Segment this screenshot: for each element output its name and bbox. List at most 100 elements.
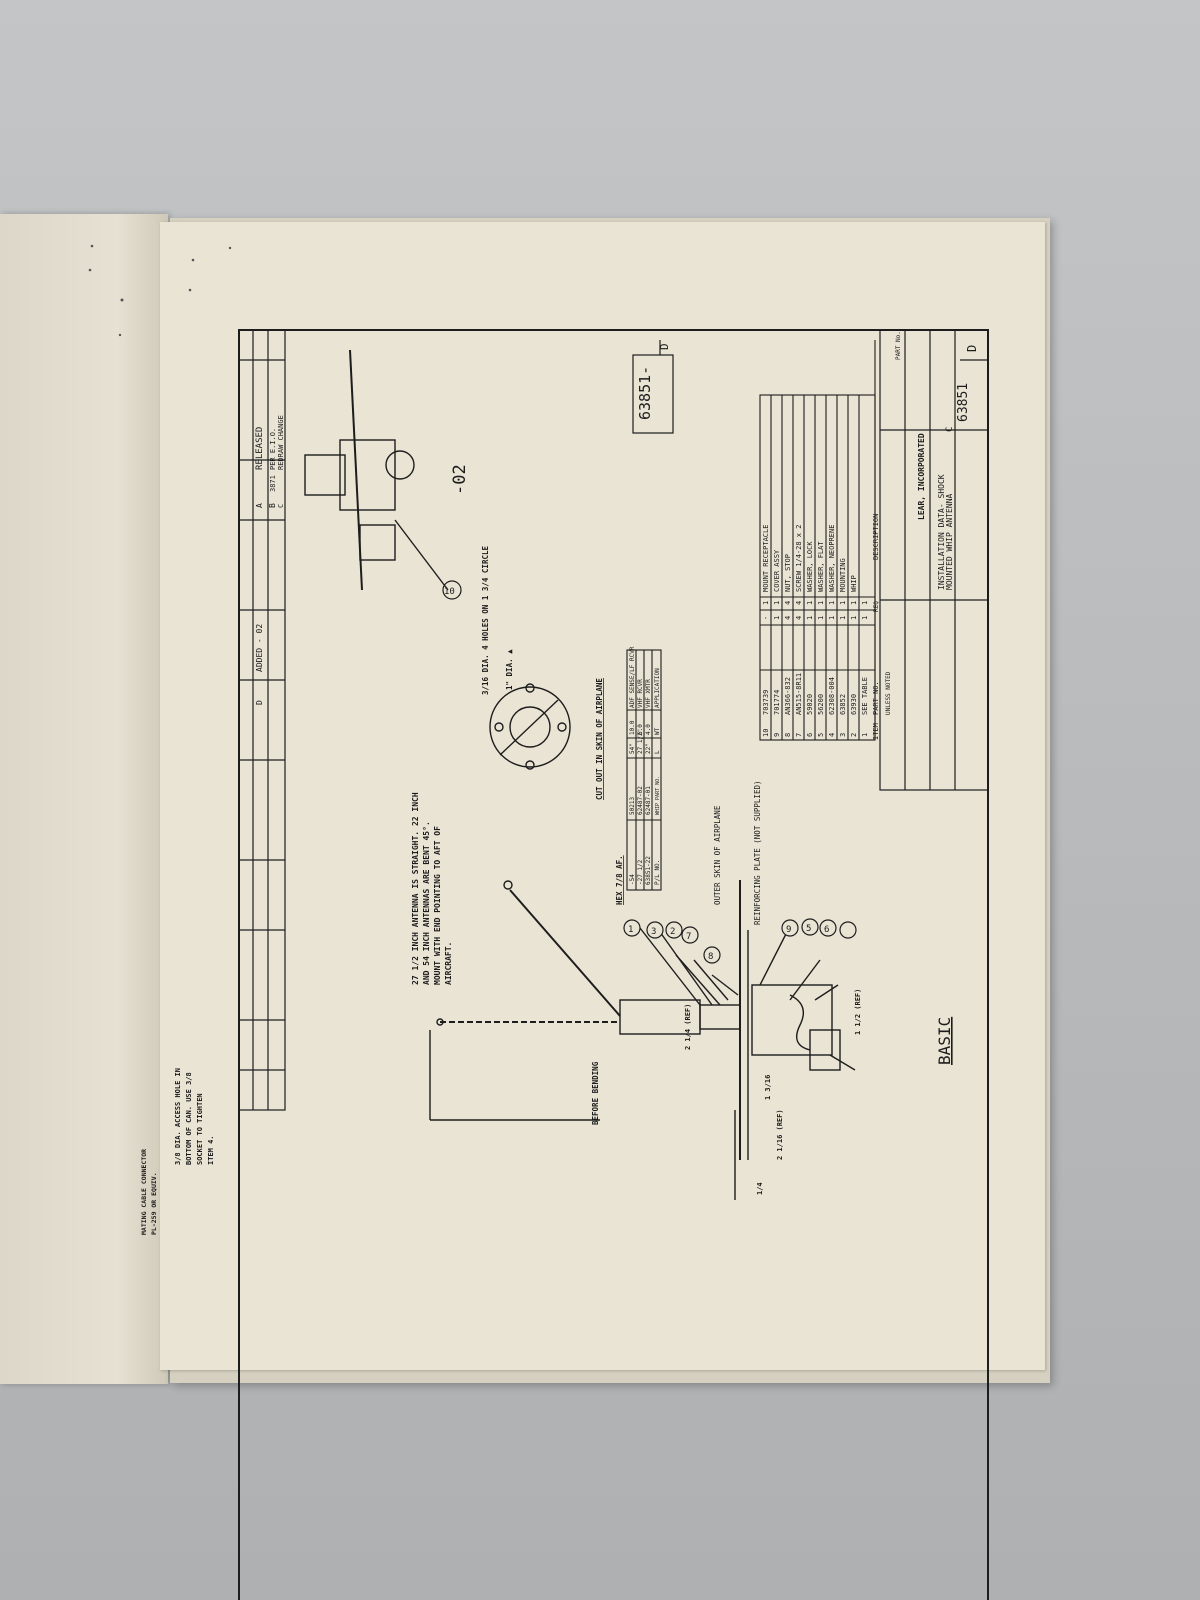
outer-skin-label: OUTER SKIN OF AIRPLANE	[713, 805, 722, 905]
dim-frac: 1/4	[756, 1182, 764, 1195]
balloon-labels: 1 3 2 7 8 9 5 6 10	[444, 587, 829, 962]
parts-header-pn: PART NO.	[872, 681, 880, 715]
parts-row-9-a: 1	[861, 616, 869, 620]
balloon-8: 8	[708, 952, 713, 962]
app-row-0-col-0: -54	[629, 874, 636, 885]
app-row-0-col-2: 54"	[629, 743, 636, 754]
antenna-side-view	[429, 880, 856, 1200]
app-row-3-col-1: WHIP PART NO.	[655, 776, 661, 815]
parts-row-7-desc: MOUNTING	[839, 558, 847, 592]
app-row-2-col-2: 22"	[645, 743, 652, 754]
title-block-text: LEAR, INCORPORATED INSTALLATION DATA- SH…	[895, 331, 979, 590]
app-row-1-col-1: 62487-02	[637, 786, 644, 815]
balloon-2: 2	[670, 927, 675, 937]
parts-row-0-req: 1	[762, 601, 770, 605]
parts-row-8-pn: 63930	[850, 694, 858, 715]
balloon-7: 7	[686, 932, 691, 942]
app-row-3-col-3: WT	[654, 727, 661, 735]
dim-ref-4: 1 1/2 (REF)	[854, 989, 862, 1035]
title-line-1: INSTALLATION DATA- SHOCK	[937, 474, 946, 590]
dim-ref-3: 1 3/16	[764, 1075, 772, 1100]
cutout-caption: CUT OUT IN SKIN OF AIRPLANE	[595, 678, 604, 800]
reinforcing-label: REINFORCING PLATE (NOT SUPPLIED)	[753, 781, 762, 926]
cutout-view	[489, 683, 571, 770]
parts-row-9-item: 1	[861, 733, 869, 737]
app-row-3-col-4: APPLICATION	[654, 668, 661, 708]
parts-notes-label: UNLESS NOTED	[885, 671, 892, 715]
parts-row-6-pn: 62308-004	[828, 677, 836, 715]
parts-row-2-desc: NUT, STOP	[784, 554, 792, 592]
app-row-1-col-3: 6.0	[637, 724, 644, 735]
balloon-1: 1	[628, 925, 633, 935]
parts-row-4-req: 1	[806, 601, 814, 605]
parts-row-8-item: 2	[850, 733, 858, 737]
title-size: D	[965, 345, 979, 352]
paper-specks	[88, 244, 232, 337]
dim-ref-2: 2 1/16 (REF)	[776, 1109, 784, 1160]
parts-row-1-desc: COVER ASSY	[773, 549, 781, 592]
balloon-6: 6	[824, 925, 829, 935]
mating-note-2: PL-259 OR EQUIV.	[150, 1172, 158, 1235]
balloon-3: 3	[651, 927, 656, 937]
antenna-note-line-1: 27 1/2 INCH ANTENNA IS STRAIGHT. 22 INCH	[411, 792, 420, 985]
view-02-drawing	[304, 349, 449, 591]
parts-row-0-item: 10	[762, 729, 770, 737]
hex-label: HEX 7/8 AF.	[615, 855, 624, 905]
revision-date: 3871	[269, 475, 277, 492]
mating-note-1: MATING CABLE CONNECTOR	[140, 1149, 148, 1235]
antenna-note-line-3: MOUNT WITH END POINTING TO AFT OF	[433, 826, 442, 985]
parts-row-1-item: 9	[773, 733, 781, 737]
app-row-1-col-4: VHF RCVR	[637, 679, 644, 708]
parts-row-7-pn: 63852	[839, 694, 847, 715]
sheet-number: 63851-	[636, 366, 654, 420]
antenna-note-line-4: AIRCRAFT.	[444, 942, 453, 985]
parts-header-desc: DESCRIPTION	[872, 514, 880, 560]
parts-row-2-a: 4	[784, 616, 792, 620]
parts-row-5-req: 1	[817, 601, 825, 605]
balloon-9: 9	[786, 925, 791, 935]
hole-dia-note: 1" DIA. ▲	[505, 649, 514, 690]
app-row-3-col-2: L	[654, 750, 661, 754]
revision-rev-d: D	[255, 700, 264, 705]
parts-row-5-item: 5	[817, 733, 825, 737]
access-note-3: SOCKET TO TIGHTEN	[196, 1093, 204, 1165]
parts-header-req: REQ	[873, 601, 880, 612]
app-row-2-col-1: 62487-01	[645, 786, 652, 815]
parts-row-5-desc: WASHER, FLAT	[817, 541, 825, 592]
parts-row-9-pn: SEE TABLE	[861, 677, 869, 715]
parts-list-text: 10 703739 - 1 MOUNT RECEPTACLE 9 701774 …	[762, 514, 892, 740]
title-line-2: MOUNTED WHIP ANTENNA	[945, 493, 954, 590]
parts-row-2-pn: AN366-832	[784, 677, 792, 715]
revision-released-ref: PER E.I.O.	[269, 428, 277, 470]
parts-row-3-a: 4	[795, 616, 803, 620]
title-block	[879, 329, 989, 791]
parts-row-7-item: 3	[839, 733, 847, 737]
parts-row-2-req: 4	[784, 601, 792, 605]
parts-row-3-pn: AN515-8R11	[795, 673, 803, 715]
parts-row-5-a: 1	[817, 616, 825, 620]
revision-released: RELEASED	[255, 427, 265, 470]
parts-list-table	[759, 340, 876, 741]
app-row-1-col-2: 27 1/2"	[637, 729, 644, 754]
parts-row-4-desc: WASHER, LOCK	[806, 541, 814, 592]
revision-rev-a: A	[255, 503, 264, 508]
parts-row-6-req: 1	[828, 601, 836, 605]
title-size-small: C	[945, 427, 955, 432]
revision-change-2: REDRAW CHANGE	[277, 415, 285, 470]
app-row-2-col-4: VHF XMTR	[645, 679, 652, 708]
parts-row-7-a: 1	[839, 616, 847, 620]
view-basic-label: BASIC	[935, 1017, 954, 1065]
holes-note: 3/16 DIA. 4 HOLES ON 1 3/4 CIRCLE	[481, 546, 490, 695]
before-bending-label: BEFORE BENDING	[591, 1061, 600, 1125]
revision-rev-b: B	[268, 503, 277, 508]
parts-row-0-pn: 703739	[762, 690, 770, 715]
left-page	[0, 214, 168, 1384]
parts-row-3-desc: SCREW 1/4-28 x 2	[795, 525, 803, 592]
parts-row-6-a: 1	[828, 616, 836, 620]
parts-row-5-pn: 56200	[817, 694, 825, 715]
app-row-2-col-3: 4.0	[645, 724, 652, 735]
balloon-10: 10	[444, 587, 455, 597]
app-row-3-col-0: P/L NO.	[654, 860, 661, 885]
right-page	[160, 222, 1045, 1370]
